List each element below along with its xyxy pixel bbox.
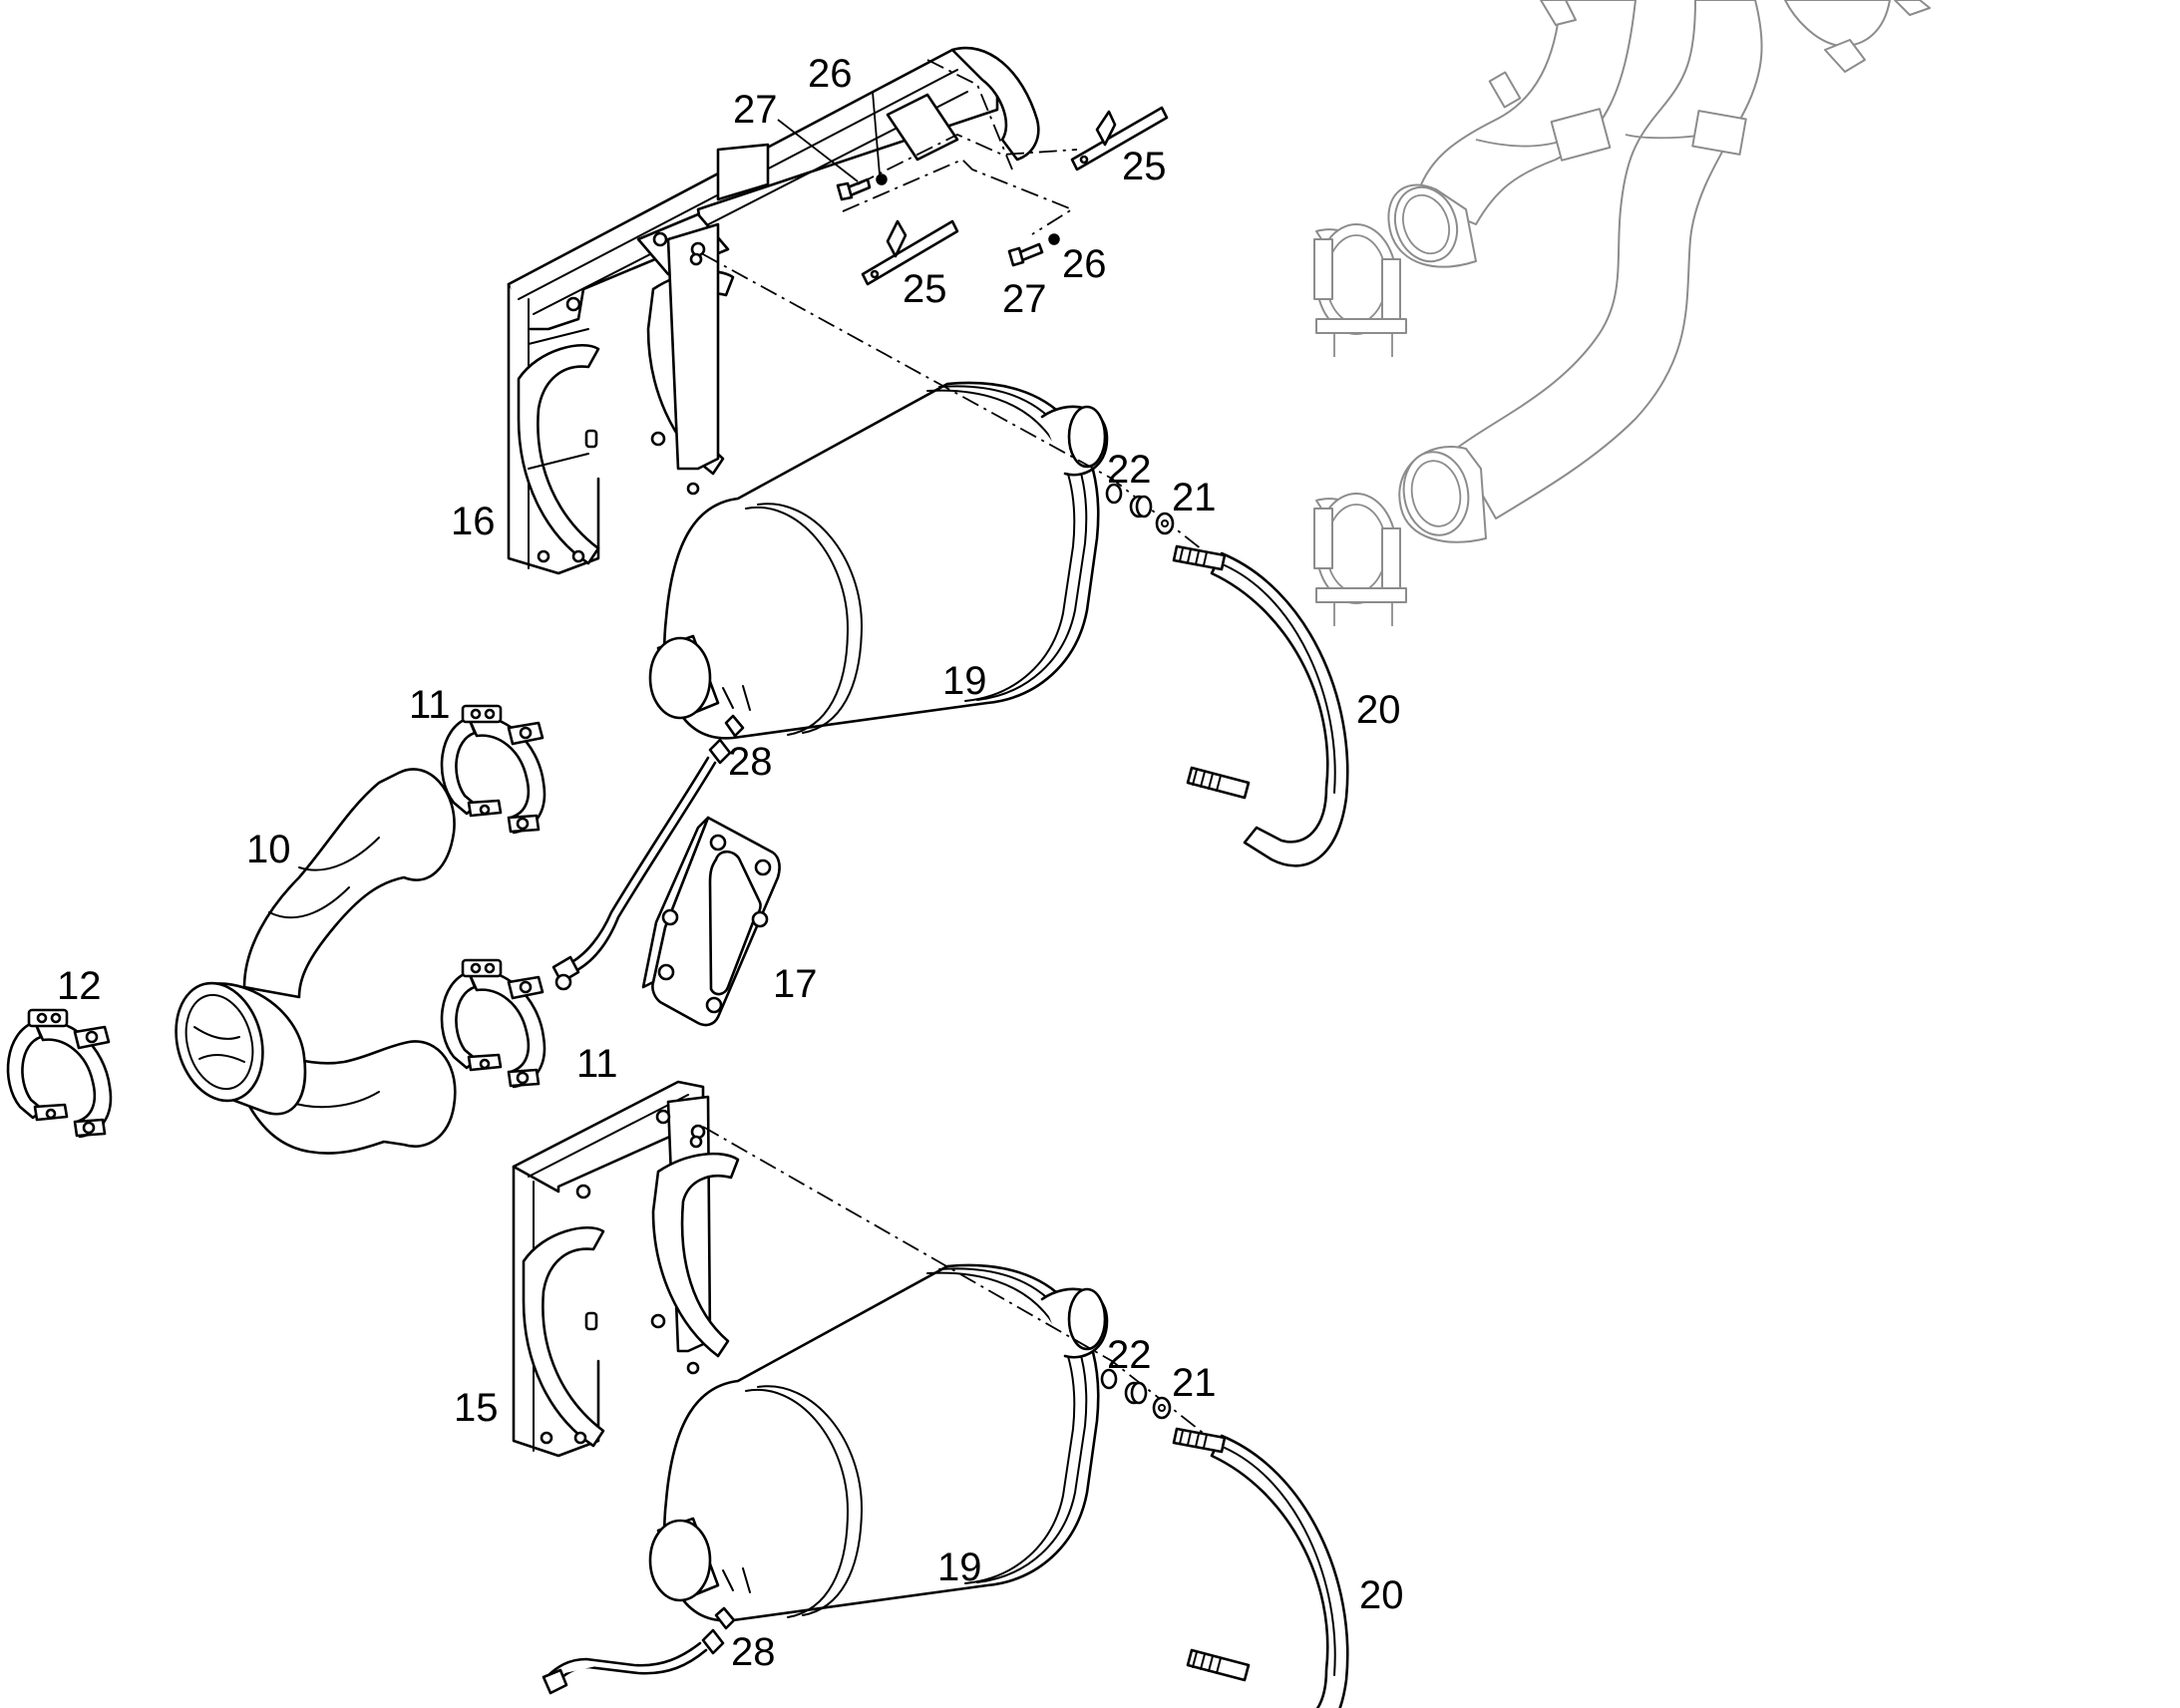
callout-labels: 27 26 25 26 25 27 16 22 21 19 20 11 28 1… bbox=[57, 52, 1404, 1674]
hanger-strap-lower bbox=[861, 219, 959, 286]
lower-mounting-bracket bbox=[512, 1080, 740, 1458]
callout-21-upper: 21 bbox=[1172, 476, 1217, 519]
callout-25-top: 25 bbox=[1122, 145, 1167, 188]
callout-10: 10 bbox=[246, 828, 291, 871]
clamp-11-upper bbox=[440, 704, 546, 835]
callout-12: 12 bbox=[57, 964, 102, 1008]
callout-28-lower: 28 bbox=[731, 1630, 776, 1674]
callout-22-lower: 22 bbox=[1107, 1333, 1152, 1377]
callout-19-upper: 19 bbox=[942, 659, 987, 703]
callout-16: 16 bbox=[451, 500, 496, 543]
callout-17: 17 bbox=[773, 962, 818, 1006]
hanger-strap-upper bbox=[1070, 106, 1169, 171]
nut-washer-set-lower bbox=[1100, 1368, 1172, 1420]
callout-21-lower: 21 bbox=[1172, 1361, 1217, 1405]
callout-11-upper: 11 bbox=[409, 683, 451, 727]
clamp-11-lower bbox=[440, 958, 546, 1089]
callout-19-lower: 19 bbox=[937, 1545, 982, 1589]
callout-26-top: 26 bbox=[808, 52, 853, 96]
mounting-strap-lower bbox=[1172, 1427, 1349, 1708]
sensor-line-lower bbox=[542, 1606, 736, 1695]
callout-27-mid: 27 bbox=[1002, 277, 1047, 321]
washer-26-upper bbox=[876, 173, 888, 185]
bolt-27-lower bbox=[1007, 242, 1044, 267]
callout-11-lower: 11 bbox=[576, 1042, 618, 1086]
callout-25-mid: 25 bbox=[903, 267, 947, 311]
callout-27-top: 27 bbox=[733, 88, 778, 132]
callout-22-upper: 22 bbox=[1107, 448, 1152, 492]
bolt-27-upper bbox=[836, 177, 872, 201]
callout-20-lower: 20 bbox=[1359, 1573, 1404, 1617]
y-pipe bbox=[175, 768, 457, 1155]
sensor-line-upper bbox=[551, 714, 745, 991]
callout-26-mid: 26 bbox=[1062, 242, 1107, 286]
washer-26-lower bbox=[1048, 233, 1060, 245]
reference-pipe-assembly bbox=[1313, 0, 1931, 627]
clamp-12 bbox=[6, 1008, 113, 1139]
callout-28-upper: 28 bbox=[728, 740, 773, 784]
callout-20-upper: 20 bbox=[1356, 688, 1401, 732]
callout-15: 15 bbox=[454, 1386, 499, 1430]
nut-washer-set-upper bbox=[1105, 483, 1175, 535]
flange-plate bbox=[641, 816, 781, 1027]
